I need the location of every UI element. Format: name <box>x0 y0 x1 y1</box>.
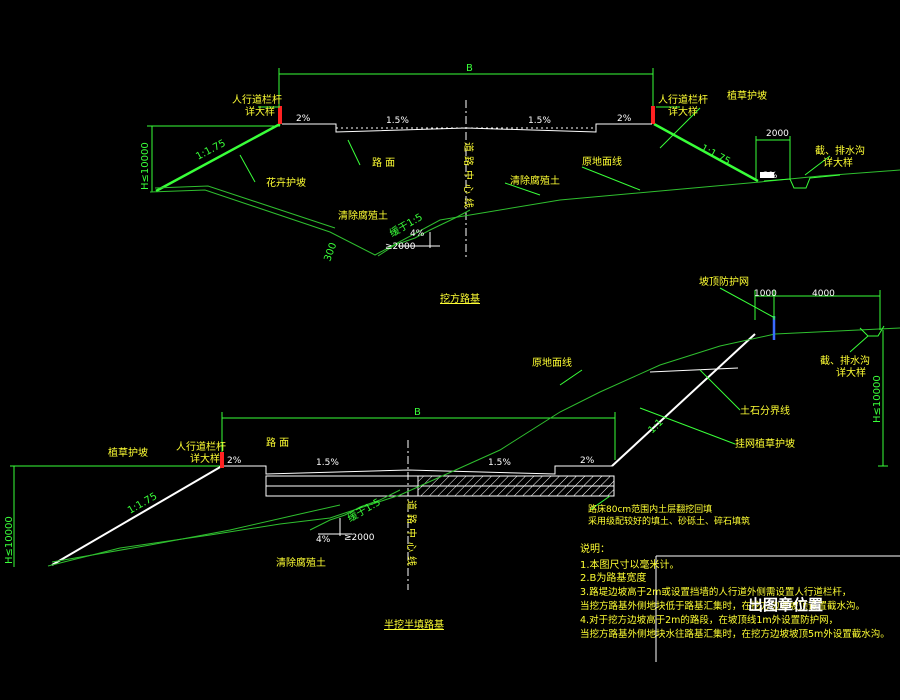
step-width-bottom: ≥2000 <box>344 533 375 543</box>
step-slope: 4% <box>410 229 425 239</box>
left-railing-marker <box>278 106 282 124</box>
ditch-label-bottom-2: 详大样 <box>836 366 866 379</box>
ground-line <box>149 169 900 256</box>
ground-line-label-bottom: 原地面线 <box>532 356 572 369</box>
ground-line-label: 原地面线 <box>582 155 622 168</box>
right-rail-label-1: 人行道栏杆 <box>658 93 708 106</box>
drain-ditch-bottom <box>859 325 885 337</box>
subgrade-replacement <box>417 475 615 497</box>
centerline-label: 道路中心线 <box>462 142 475 212</box>
ditch-label-2: 详大样 <box>823 156 853 169</box>
ditch-label-1: 截、排水沟 <box>815 144 865 157</box>
net-label: 坡顶防护网 <box>699 275 749 288</box>
height-label: H≤10000 <box>140 142 151 190</box>
notes-heading: 说明： <box>580 542 610 555</box>
shoulder-left-slope-bottom: 2% <box>227 456 242 466</box>
benching-bottom <box>309 489 401 531</box>
centerline-label-bottom: 道路中心线 <box>405 500 418 570</box>
stamp-position-label: 出图章位置 <box>748 596 823 614</box>
right-cut-slope-bottom <box>611 333 756 467</box>
note-3-cont: 当挖方路基外侧地块低于路基汇集时，在挖方边坡坡顶设置截水沟。 <box>580 600 865 612</box>
height-label-right: H≤10000 <box>872 375 883 423</box>
pavement-right-slope: 1.5% <box>528 116 551 126</box>
left-cut-slope <box>155 122 281 193</box>
pavement-label-bottom: 路 面 <box>266 436 289 449</box>
right-rail-label-2: 详大样 <box>668 105 698 118</box>
step-width: ≥2000 <box>385 242 416 252</box>
step-slope-bottom: 4% <box>316 535 331 545</box>
left-rail-label-bottom-1: 人行道栏杆 <box>176 440 226 453</box>
note-2: 2.B为路基宽度 <box>580 571 646 584</box>
left-slope-protection-label-bottom: 植草护坡 <box>108 446 148 459</box>
ground-line-bottom <box>47 327 900 567</box>
ditch-slope-marker <box>760 172 774 178</box>
right-cut-slope <box>653 122 759 183</box>
left-slope-ratio: 1:1.75 <box>194 138 227 163</box>
step-ratio-bottom: 缓于1:5 <box>345 495 383 524</box>
left-rail-label-1: 人行道栏杆 <box>232 93 282 106</box>
section-half-cut-half-fill: B H≤10000 H≤10000 <box>4 275 900 631</box>
clear-soil-label: 清除腐殖土 <box>338 209 388 222</box>
fill-note-2: 采用级配较好的填土、砂砾土、碎石填筑 <box>588 515 750 527</box>
ditch-width: 2000 <box>766 129 789 139</box>
width-label: B <box>466 63 473 74</box>
left-railing-marker-bottom <box>220 452 224 468</box>
note-1: 1.本图尺寸以毫米计。 <box>580 558 680 571</box>
section-cut-roadbed: B H≤10000 <box>140 63 900 305</box>
right-railing-marker <box>651 106 655 124</box>
design-notes: 说明： 1.本图尺寸以毫米计。 2.B为路基宽度 3.路堤边坡高于2m或设置挡墙… <box>580 542 890 640</box>
left-rail-label-bottom-2: 详大样 <box>190 452 220 465</box>
mesh-protection-label: 挂网植草护坡 <box>735 437 795 450</box>
pavement-left-slope: 1.5% <box>386 116 409 126</box>
shoulder-left-slope: 2% <box>296 114 311 124</box>
clear-soil-label-bottom: 清除腐殖土 <box>276 556 326 569</box>
road-surface-bottom <box>224 465 612 475</box>
note-4: 4.对于挖方边坡高于2m的路段，在坡顶线1m外设置防护网， <box>580 614 838 626</box>
shoulder-right-slope-bottom: 2% <box>580 456 595 466</box>
net-offset: 1000 <box>754 289 777 299</box>
right-slope-ratio: 1:1.75 <box>699 143 732 168</box>
left-fill-slope <box>51 465 223 566</box>
clear-soil-label-top: 清除腐殖土 <box>510 174 560 187</box>
section-title-top: 挖方路基 <box>440 292 480 305</box>
soil-rock-label: 土石分界线 <box>740 404 790 417</box>
ditch-label-bottom-1: 截、排水沟 <box>820 354 870 367</box>
benching <box>377 209 471 257</box>
pavement-label: 路 面 <box>372 156 395 169</box>
pavement-left-slope-bottom: 1.5% <box>316 458 339 468</box>
note-4-cont: 当挖方路基外侧地块水往路基汇集时，在挖方边坡坡顶5m外设置截水沟。 <box>580 628 890 640</box>
width-label-bottom: B <box>414 407 421 418</box>
right-slope-protection-label: 植草护坡 <box>727 89 767 102</box>
left-rail-label-2: 详大样 <box>245 105 275 118</box>
section-title-bottom: 半挖半填路基 <box>384 618 444 631</box>
top-width: 4000 <box>812 289 835 299</box>
drain-ditch <box>763 174 841 189</box>
pavement-right-slope-bottom: 1.5% <box>488 458 511 468</box>
fill-note-1: 路床80cm范围内土层翻挖回填 <box>588 503 712 515</box>
left-slope-protection-label: 花卉护坡 <box>266 176 306 189</box>
shoulder-right-slope: 2% <box>617 114 632 124</box>
height-label-left: H≤10000 <box>4 516 15 564</box>
clear-depth: 300 <box>322 241 339 263</box>
soil-rock-boundary <box>649 367 739 373</box>
ditch-slope: 2% <box>763 171 778 181</box>
note-3: 3.路堤边坡高于2m或设置挡墙的人行道外侧需设置人行道栏杆， <box>580 586 851 598</box>
